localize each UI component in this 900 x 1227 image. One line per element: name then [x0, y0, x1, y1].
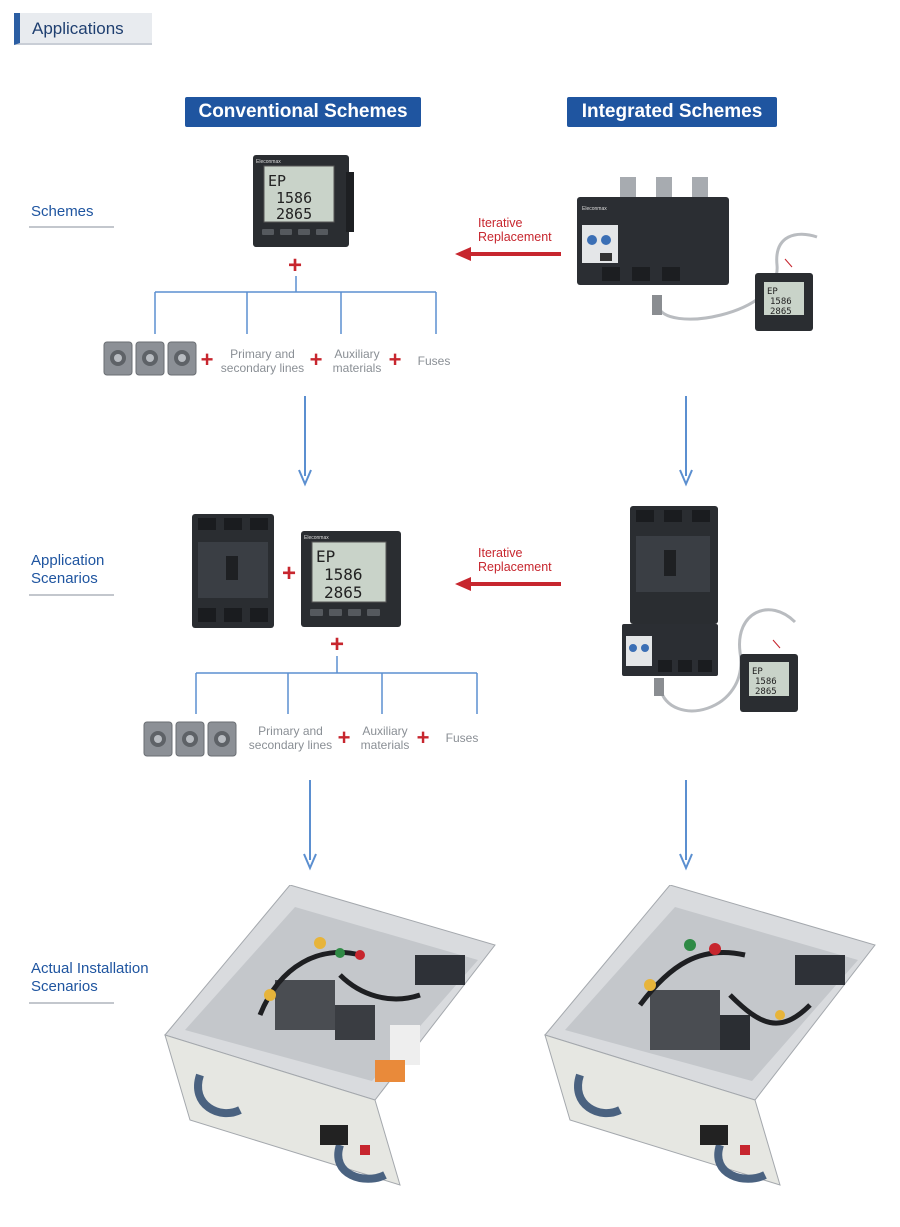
primary-secondary-lines-1: Primary and secondary lines	[215, 347, 310, 375]
component-bracket-2	[195, 656, 478, 714]
plus-sign-8: +	[416, 725, 430, 750]
plus-sign-1: +	[287, 252, 302, 279]
component-bracket-1	[154, 276, 437, 334]
aux-line1: Auxiliary	[334, 347, 380, 361]
module1-meter-mode: EP	[767, 287, 778, 297]
current-transformers-1	[103, 341, 197, 376]
application-label-line2: Scenarios	[31, 570, 98, 587]
down-arrow-left-1	[298, 396, 312, 487]
iter2-line1: Iterative	[478, 546, 523, 560]
integrated-module-1: Eleconmax EP 1586 2865	[577, 177, 818, 331]
primary2-line1: Primary and	[258, 724, 323, 738]
fuses-label-2: Fuses	[445, 731, 479, 745]
replacement-arrow-2	[455, 577, 561, 591]
iter1-line2: Replacement	[478, 230, 552, 244]
actual-label-line1: Actual Installation	[31, 960, 149, 977]
module2-meter-value1: 1586	[755, 677, 777, 687]
power-meter-1: EP 1586 2865 Eleconmax	[253, 155, 354, 247]
aux2-line1: Auxiliary	[362, 724, 408, 738]
circuit-breaker-1	[192, 514, 274, 628]
plus-sign-6: +	[329, 631, 344, 658]
plus-sign-2: +	[200, 347, 214, 372]
primary2-line2: secondary lines	[248, 738, 333, 752]
application-label-line1: Application	[31, 552, 105, 569]
down-arrow-right-1	[679, 396, 693, 487]
meter2-value2-text: 2865	[324, 583, 363, 602]
meter1-value1-text: 1586	[276, 189, 312, 207]
meter2-value1-text: 1586	[324, 565, 363, 584]
primary-line1: Primary and	[230, 347, 295, 361]
plus-sign-3: +	[309, 347, 323, 372]
replacement-arrow-1	[455, 247, 561, 261]
actual-divider	[29, 1002, 114, 1004]
plus-sign-5: +	[281, 560, 296, 587]
aux-line2: materials	[332, 361, 382, 375]
conventional-schemes-header: Conventional Schemes	[185, 97, 421, 127]
auxiliary-materials-2: Auxiliary materials	[353, 724, 417, 752]
primary-line2: secondary lines	[220, 361, 305, 375]
iter1-line1: Iterative	[478, 216, 523, 230]
meter1-value2-text: 2865	[276, 205, 312, 223]
iter2-line2: Replacement	[478, 560, 552, 574]
plus-sign-4: +	[388, 347, 402, 372]
down-arrow-right-2	[679, 780, 693, 871]
meter1-mode-text: EP	[268, 172, 286, 190]
actual-label-line2: Scenarios	[31, 978, 98, 995]
primary-secondary-lines-2: Primary and secondary lines	[242, 724, 339, 752]
integrated-schemes-header: Integrated Schemes	[567, 97, 777, 127]
application-scenarios-label: Application Scenarios	[31, 552, 104, 588]
conventional-installation-cabinet	[164, 885, 496, 1186]
meter2-mode-text: EP	[316, 547, 335, 566]
module2-meter-mode: EP	[752, 667, 763, 677]
application-divider	[29, 594, 114, 596]
schemes-divider	[29, 226, 114, 228]
integrated-breaker-module: EP 1586 2865	[622, 506, 798, 713]
down-arrow-left-2	[303, 780, 317, 871]
fuses-label-1: Fuses	[417, 354, 451, 368]
current-transformers-2	[143, 721, 237, 757]
applications-tab[interactable]: Applications	[14, 13, 152, 45]
schemes-label: Schemes	[31, 203, 94, 220]
module1-meter-value1: 1586	[770, 297, 792, 307]
plus-sign-7: +	[337, 725, 351, 750]
module1-meter-value2: 2865	[770, 307, 792, 317]
meter1-brand-text: Eleconmax	[256, 159, 281, 165]
aux2-line2: materials	[360, 738, 410, 752]
power-meter-2: EP 1586 2865 Eleconmax	[301, 531, 401, 627]
meter2-brand-text: Eleconmax	[304, 535, 329, 541]
iterative-replacement-1: Iterative Replacement	[478, 216, 552, 244]
integrated-installation-cabinet	[544, 885, 876, 1186]
module1-brand-text: Eleconmax	[582, 206, 607, 212]
iterative-replacement-2: Iterative Replacement	[478, 546, 552, 574]
auxiliary-materials-1: Auxiliary materials	[325, 347, 389, 375]
module2-meter-value2: 2865	[755, 687, 777, 697]
actual-installation-label: Actual Installation Scenarios	[31, 960, 149, 996]
